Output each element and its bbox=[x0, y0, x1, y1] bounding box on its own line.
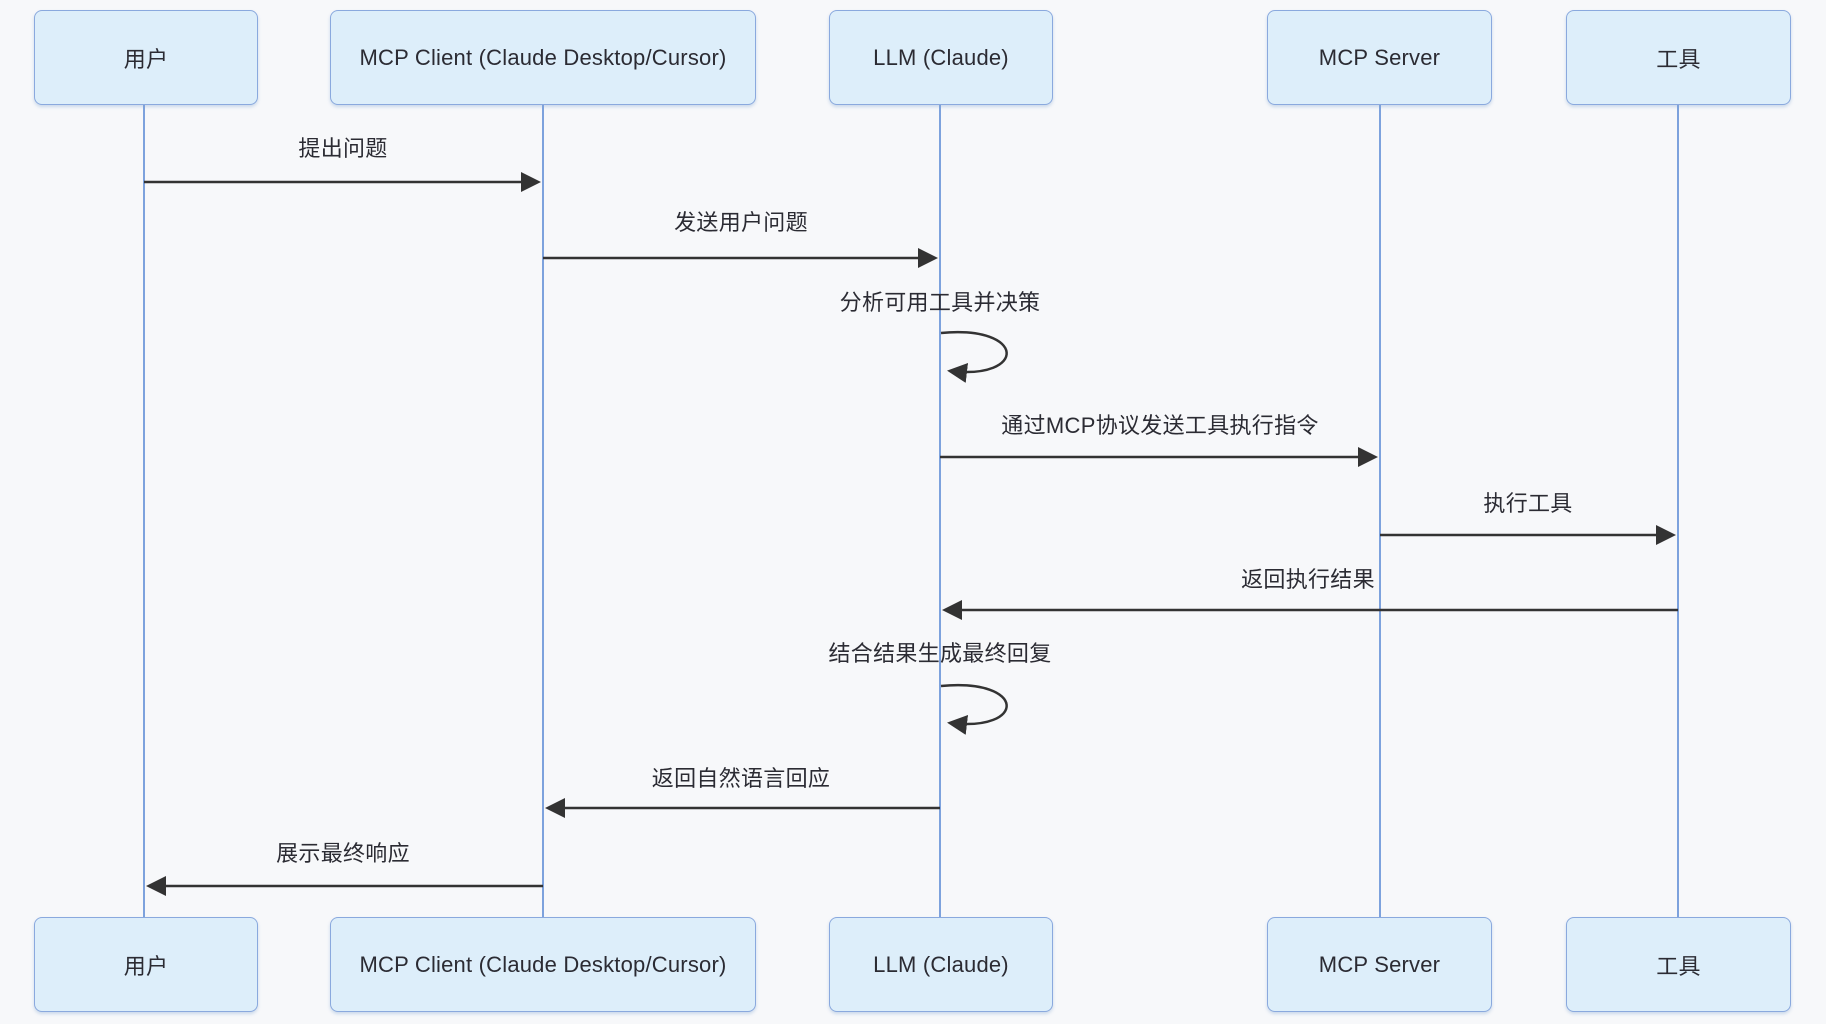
actor-bottom-user: 用户 bbox=[34, 917, 258, 1012]
message-label-6: 返回执行结果 bbox=[1241, 567, 1375, 592]
actor-top-mcp-server: MCP Server bbox=[1267, 10, 1492, 105]
actor-top-llm: LLM (Claude) bbox=[829, 10, 1053, 105]
actor-label: MCP Server bbox=[1318, 44, 1441, 70]
actor-bottom-llm: LLM (Claude) bbox=[829, 917, 1053, 1012]
message-label-9: 展示最终响应 bbox=[276, 841, 410, 866]
message-label-3: 分析可用工具并决策 bbox=[839, 290, 1041, 315]
actor-top-tools: 工具 bbox=[1566, 10, 1791, 105]
actor-label: 用户 bbox=[123, 46, 169, 72]
actor-label: 用户 bbox=[123, 953, 169, 979]
actor-bottom-tools: 工具 bbox=[1566, 917, 1791, 1012]
actor-label: MCP Client (Claude Desktop/Cursor) bbox=[359, 951, 727, 977]
message-label-5: 执行工具 bbox=[1483, 491, 1573, 516]
message-label-7: 结合结果生成最终回复 bbox=[828, 641, 1052, 666]
actor-label: LLM (Claude) bbox=[873, 951, 1009, 977]
actor-top-mcp-client: MCP Client (Claude Desktop/Cursor) bbox=[330, 10, 756, 105]
message-label-1: 提出问题 bbox=[298, 136, 388, 161]
message-label-4: 通过MCP协议发送工具执行指令 bbox=[1001, 413, 1319, 438]
self-loop-arrow-1 bbox=[940, 330, 1008, 383]
actor-bottom-mcp-server: MCP Server bbox=[1267, 917, 1492, 1012]
actor-top-user: 用户 bbox=[34, 10, 258, 105]
actor-bottom-mcp-client: MCP Client (Claude Desktop/Cursor) bbox=[330, 917, 756, 1012]
actor-label: MCP Client (Claude Desktop/Cursor) bbox=[359, 44, 727, 70]
message-label-8: 返回自然语言回应 bbox=[651, 766, 831, 791]
self-loop-arrow-2 bbox=[940, 683, 1008, 735]
actor-label: 工具 bbox=[1656, 46, 1701, 72]
actor-label: MCP Server bbox=[1318, 951, 1441, 977]
actor-label: LLM (Claude) bbox=[873, 44, 1009, 70]
message-label-2: 发送用户问题 bbox=[674, 210, 808, 235]
actor-label: 工具 bbox=[1656, 953, 1701, 979]
